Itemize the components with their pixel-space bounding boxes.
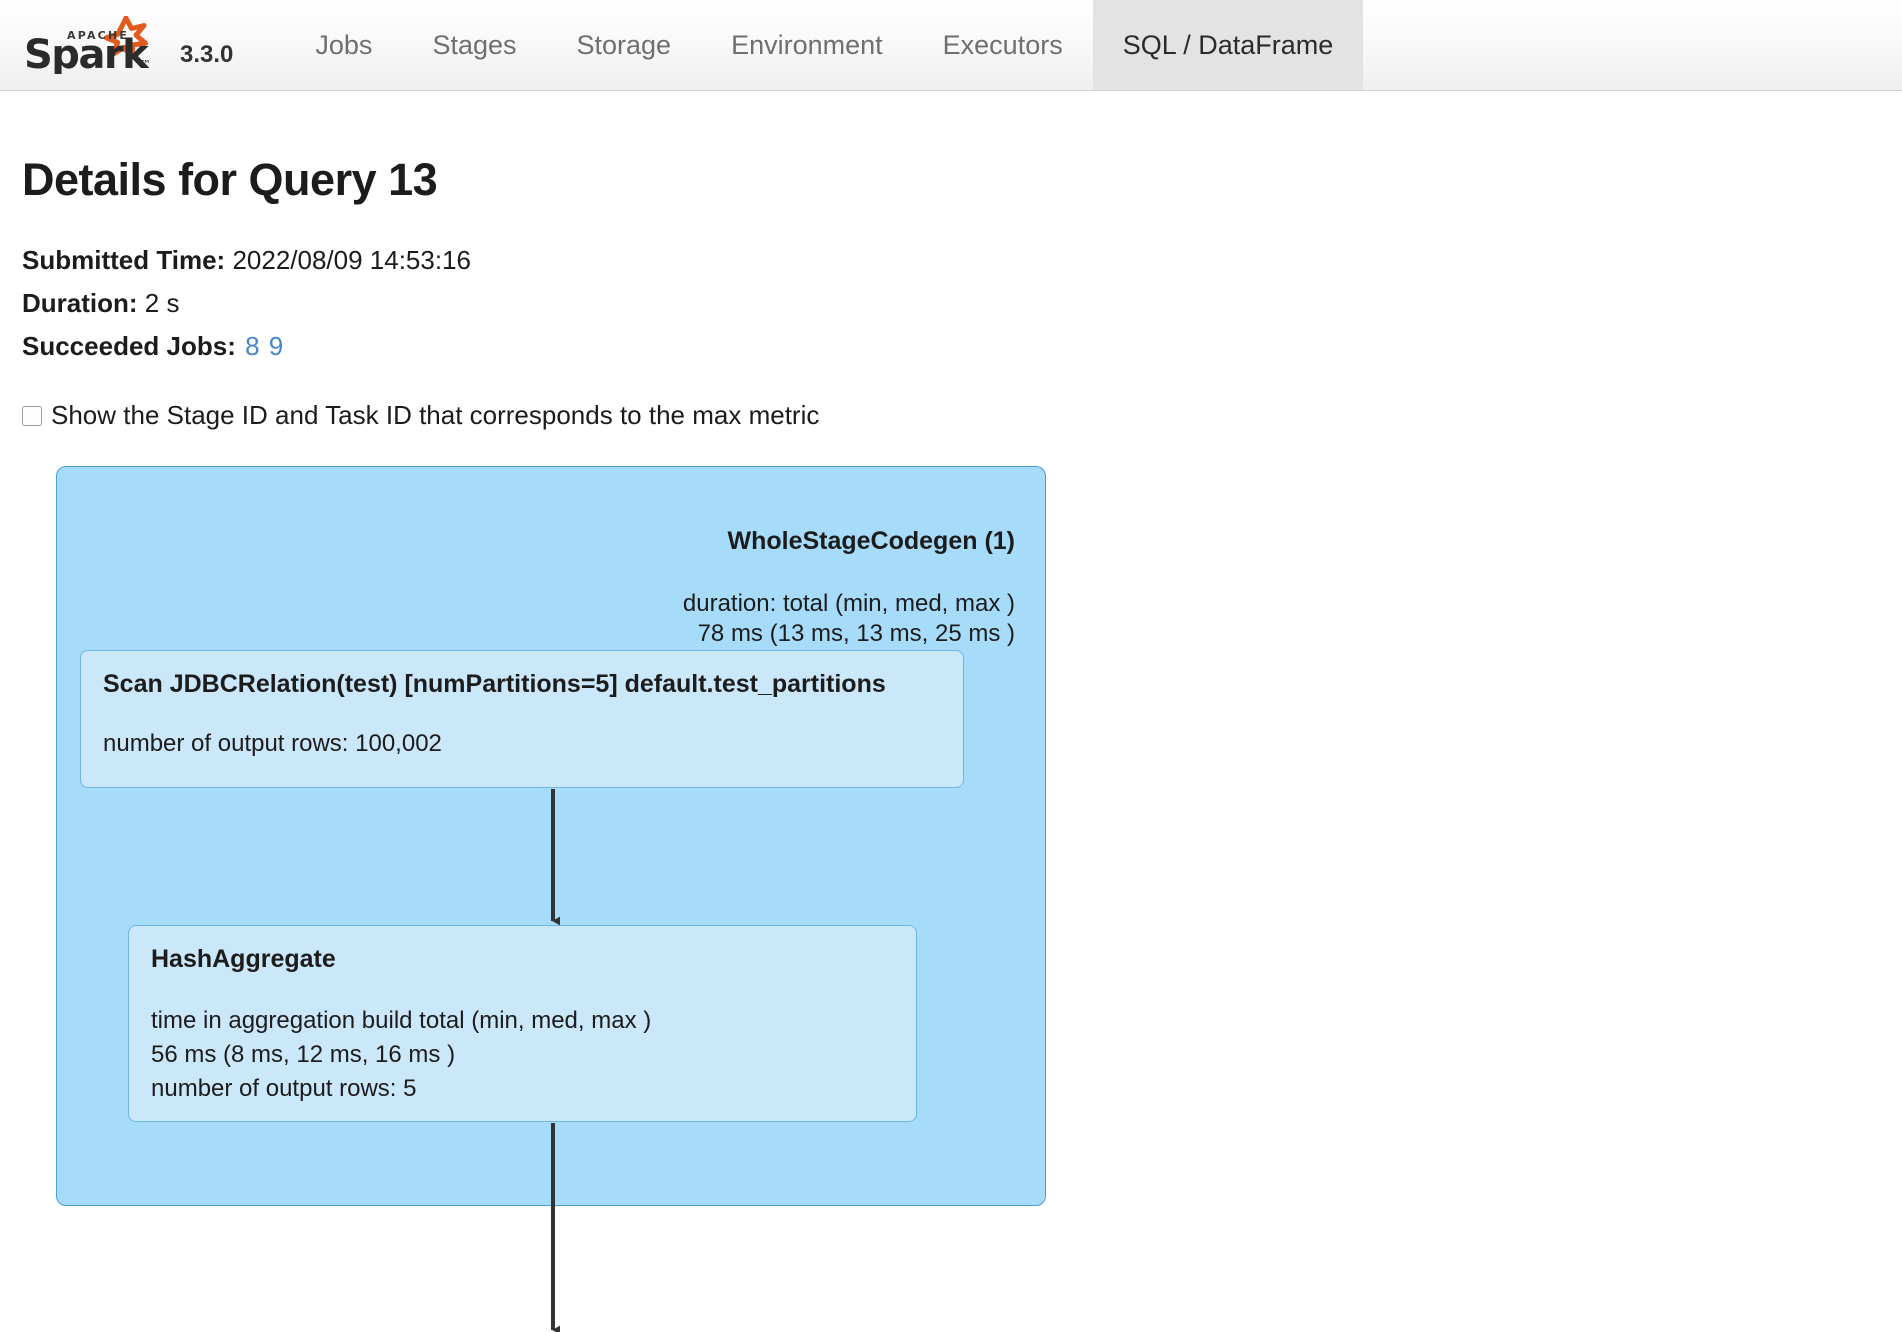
svg-text:™: ™ xyxy=(140,58,151,71)
plan-node-scan-metrics: number of output rows: 100,002 xyxy=(103,729,442,757)
tab-executors[interactable]: Executors xyxy=(942,29,1063,60)
plan-node-hashaggregate-title: HashAggregate xyxy=(151,945,336,973)
duration-value: 2 s xyxy=(144,288,180,318)
plan-node-hashaggregate-metrics: time in aggregation build total (min, me… xyxy=(151,1006,652,1102)
svg-text:Spark: Spark xyxy=(24,32,150,74)
tab-storage[interactable]: Storage xyxy=(576,29,672,60)
top-navigation-bar: APACHE Spark ™ 3.3.0 Jobs Stages Storage… xyxy=(0,0,1902,91)
plan-node-scan-jdbcrelation[interactable]: Scan JDBCRelation(test) [numPartitions=5… xyxy=(80,650,964,788)
show-stage-task-row: Show the Stage ID and Task ID that corre… xyxy=(22,400,819,431)
duration-row: Duration: 2 s xyxy=(22,290,179,316)
nav-filler xyxy=(1363,0,1902,90)
tab-environment[interactable]: Environment xyxy=(731,29,883,60)
succeeded-job-link-9[interactable]: 9 xyxy=(268,331,284,361)
tab-jobs[interactable]: Jobs xyxy=(315,29,373,60)
spark-brand[interactable]: APACHE Spark ™ 3.3.0 xyxy=(0,0,241,90)
tab-sql-dataframe[interactable]: SQL / DataFrame xyxy=(1092,0,1364,90)
apache-spark-logo-icon: APACHE Spark ™ xyxy=(22,15,172,78)
duration-label: Duration: xyxy=(22,288,138,318)
plan-node-scan-title: Scan JDBCRelation(test) [numPartitions=5… xyxy=(103,670,886,698)
wholestagecodegen-metrics: duration: total (min, med, max ) 78 ms (… xyxy=(682,590,1015,648)
submitted-time-label: Submitted Time: xyxy=(22,245,226,275)
nav-tabs: Jobs Stages Storage Environment Executor… xyxy=(285,0,1364,90)
succeeded-jobs-label: Succeeded Jobs: xyxy=(22,331,236,361)
tab-stages[interactable]: Stages xyxy=(432,29,517,60)
wholestagecodegen-title: WholeStageCodegen (1) xyxy=(727,527,1015,555)
sql-plan-graph: WholeStageCodegen (1) duration: total (m… xyxy=(0,455,1902,1332)
svg-text:APACHE: APACHE xyxy=(67,29,129,42)
submitted-time-row: Submitted Time: 2022/08/09 14:53:16 xyxy=(22,247,471,273)
show-stage-task-checkbox[interactable] xyxy=(22,405,42,426)
show-stage-task-label[interactable]: Show the Stage ID and Task ID that corre… xyxy=(51,400,820,430)
plan-node-hashaggregate[interactable]: HashAggregate time in aggregation build … xyxy=(128,925,917,1122)
page-title: Details for Query 13 xyxy=(22,154,438,205)
succeeded-job-link-8[interactable]: 8 xyxy=(245,331,260,361)
succeeded-jobs-row: Succeeded Jobs: 8 9 xyxy=(22,333,283,359)
submitted-time-value: 2022/08/09 14:53:16 xyxy=(232,245,471,275)
spark-version: 3.3.0 xyxy=(180,41,234,68)
